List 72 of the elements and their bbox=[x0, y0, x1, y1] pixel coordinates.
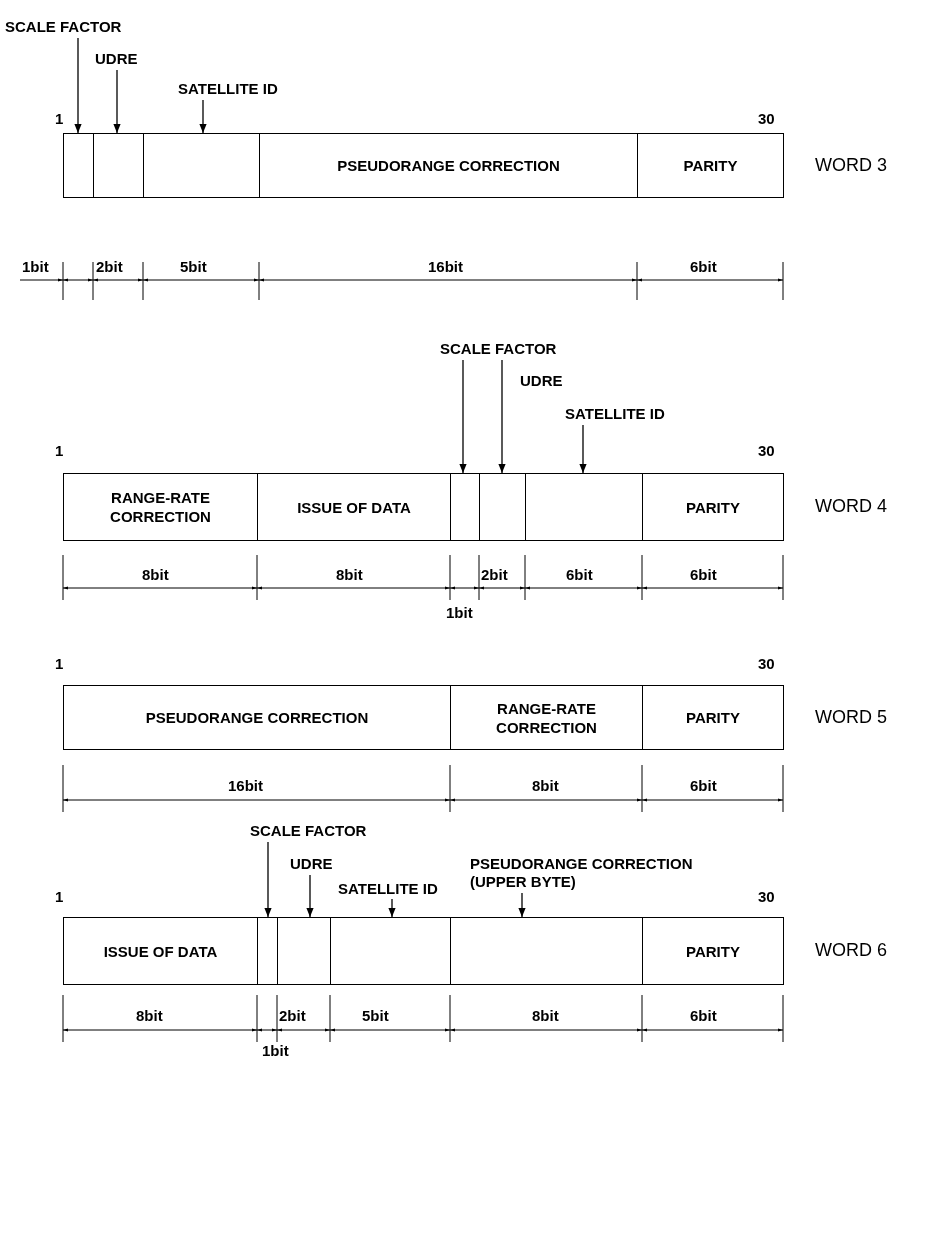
bit-field bbox=[450, 473, 480, 541]
bit-field: PARITY bbox=[637, 133, 784, 198]
bit-number: 1 bbox=[55, 110, 64, 128]
word-label: WORD 6 bbox=[815, 941, 887, 959]
bit-width-label: 2bit bbox=[96, 258, 123, 276]
bit-field: PARITY bbox=[642, 917, 784, 985]
bit-width-label: 6bit bbox=[690, 258, 717, 276]
leader-arrow bbox=[518, 892, 526, 918]
field-name: SATELLITE ID bbox=[178, 80, 278, 98]
bit-number: 1 bbox=[55, 655, 64, 673]
leader-arrow bbox=[113, 69, 121, 134]
bit-number: 30 bbox=[758, 888, 775, 906]
field-name: SATELLITE ID bbox=[338, 880, 438, 898]
bit-width-label: 8bit bbox=[532, 777, 559, 795]
word-label: WORD 4 bbox=[815, 497, 887, 515]
bit-width-label: 8bit bbox=[532, 1007, 559, 1025]
bit-width-label: 16bit bbox=[428, 258, 463, 276]
word-label: WORD 5 bbox=[815, 708, 887, 726]
bit-width-label: 5bit bbox=[180, 258, 207, 276]
field-name: SCALE FACTOR bbox=[440, 340, 557, 358]
field-name: SCALE FACTOR bbox=[250, 822, 367, 840]
bit-field: ISSUE OF DATA bbox=[257, 473, 451, 541]
field-name: PSEUDORANGE CORRECTION (UPPER BYTE) bbox=[470, 855, 730, 891]
bit-width-label: 16bit bbox=[228, 777, 263, 795]
bit-width-label: 1bit bbox=[22, 258, 49, 276]
leader-arrow bbox=[199, 99, 207, 134]
bit-width-label: 6bit bbox=[690, 777, 717, 795]
bit-width-label: 5bit bbox=[362, 1007, 389, 1025]
leader-arrow bbox=[264, 841, 272, 918]
bit-width-label: 8bit bbox=[336, 566, 363, 584]
bit-field: PSEUDORANGE CORRECTION bbox=[63, 685, 451, 750]
bit-field bbox=[93, 133, 144, 198]
field-name: SATELLITE ID bbox=[565, 405, 665, 423]
bit-width-label: 6bit bbox=[566, 566, 593, 584]
bit-field bbox=[479, 473, 526, 541]
bit-field: PARITY bbox=[642, 473, 784, 541]
field-name: UDRE bbox=[290, 855, 333, 873]
bit-field bbox=[257, 917, 278, 985]
bit-width-label: 8bit bbox=[136, 1007, 163, 1025]
bit-number: 30 bbox=[758, 442, 775, 460]
bit-field: RANGE-RATE CORRECTION bbox=[63, 473, 258, 541]
leader-arrow bbox=[306, 874, 314, 918]
bit-field: PSEUDORANGE CORRECTION bbox=[259, 133, 638, 198]
bit-width-label: 6bit bbox=[690, 1007, 717, 1025]
leader-arrow bbox=[74, 37, 82, 134]
bit-field: PARITY bbox=[642, 685, 784, 750]
bit-field: RANGE-RATE CORRECTION bbox=[450, 685, 643, 750]
field-name: SCALE FACTOR bbox=[5, 18, 122, 36]
leader-arrow bbox=[498, 359, 506, 474]
bit-width-label: 1bit bbox=[446, 604, 473, 622]
leader-arrow bbox=[459, 359, 467, 474]
bit-field bbox=[330, 917, 451, 985]
bit-width-label: 2bit bbox=[279, 1007, 306, 1025]
field-name: UDRE bbox=[520, 372, 563, 390]
leader-arrow bbox=[579, 424, 587, 474]
bit-width-label: 1bit bbox=[262, 1042, 289, 1060]
bit-field bbox=[277, 917, 331, 985]
bit-width-label: 8bit bbox=[142, 566, 169, 584]
bit-field bbox=[63, 133, 94, 198]
bit-field: ISSUE OF DATA bbox=[63, 917, 258, 985]
bit-number: 1 bbox=[55, 442, 64, 460]
field-name: UDRE bbox=[95, 50, 138, 68]
bit-field bbox=[525, 473, 643, 541]
word-label: WORD 3 bbox=[815, 156, 887, 174]
bit-width-label: 2bit bbox=[481, 566, 508, 584]
bit-field bbox=[143, 133, 260, 198]
bit-field bbox=[450, 917, 643, 985]
bit-number: 30 bbox=[758, 110, 775, 128]
bit-width-label: 6bit bbox=[690, 566, 717, 584]
bit-number: 1 bbox=[55, 888, 64, 906]
leader-arrow bbox=[388, 898, 396, 918]
bit-number: 30 bbox=[758, 655, 775, 673]
